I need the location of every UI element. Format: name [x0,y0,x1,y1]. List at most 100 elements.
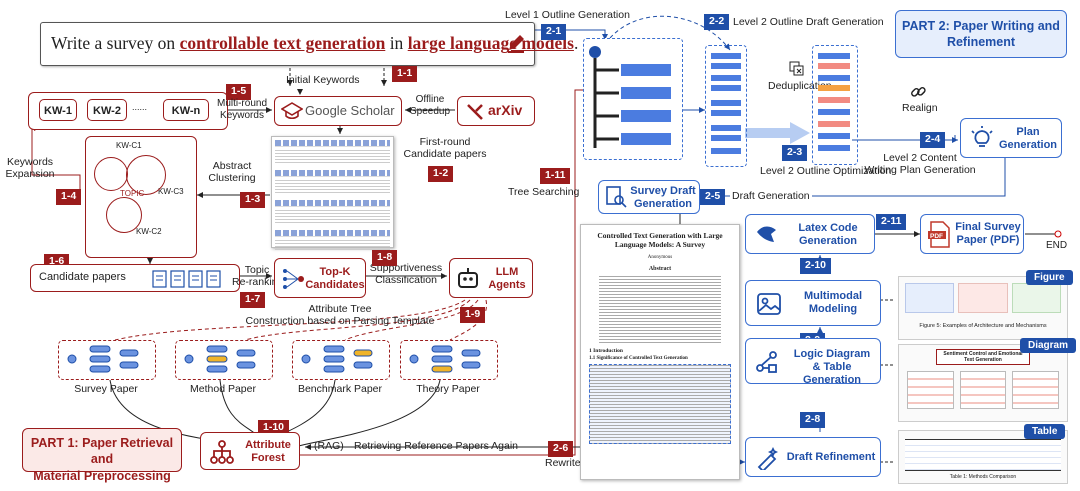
logic-diagram-label: Logic Diagram& Table Generation [793,348,871,387]
svg-text:PDF: PDF [930,233,943,240]
keywords-group: KW-1 KW-2 ...... KW-n [28,92,228,130]
prompt-prefix: Write a survey on [51,33,180,53]
step-1-2: 1-2 [428,166,454,182]
table-caption: Table 1: Methods Comparison [949,474,1017,480]
level2-opt-label: Level 2 Outline Optimization [760,165,892,177]
step-1-10: 1-10 [258,420,290,436]
survey-paper-preview: Controlled Text Generation with Large La… [580,224,740,480]
cluster-box: KW-C1 KW-C3 KW-C2 TOPIC [85,136,197,258]
latex-bird-icon [757,226,776,242]
graduation-cap-icon [281,102,303,120]
deduplication-label: Deduplication [768,80,832,92]
prompt-text: Write a survey on controllable text gene… [51,33,578,54]
candidate-papers-label: Candidate papers [39,271,126,283]
paper-subsection: 1.1 Significance of Controlled Text Gene… [589,356,688,361]
survey-paper-label: Survey Paper [74,383,138,395]
diagram-root: Sentiment Control and Emotional Text Gen… [936,349,1030,365]
flowchart-icon [756,351,777,373]
result-lines [275,140,390,252]
figure-tab: Figure [1026,270,1073,285]
outline-tree [589,46,671,148]
prompt-box[interactable]: Write a survey on controllable text gene… [40,22,578,66]
paper-abstract-heading: Abstract [648,266,672,272]
diagram-panel: Sentiment Control and Emotional Text Gen… [898,344,1068,422]
realign-label: Realign [902,102,938,114]
magic-pen-icon [757,446,779,470]
search-results-document [271,136,394,252]
keyword-ellipsis: ...... [132,102,148,112]
benchmark-paper-label: Benchmark Paper [297,383,383,395]
step-1-1: 1-1 [392,66,418,82]
cluster-kw-c2: KW-C2 [136,227,162,236]
tree-glyphs [67,345,481,373]
step-2-4: 2-4 [920,132,946,148]
paper-abstract-text [599,276,721,344]
theory-paper-label: Theory Paper [416,383,480,395]
cluster-bubble-2 [126,155,166,195]
keyword-kw-2: KW-2 [87,99,127,121]
optimized-outline-bars [818,53,850,151]
pen-icon [508,35,524,53]
arxiv-icon [467,104,483,120]
paper-body-text [589,364,731,444]
link-icon [911,87,926,97]
figure-panel: Figure 5: Examples of Architecture and M… [898,276,1068,340]
robot-icon [458,268,478,288]
cluster-topic: TOPIC [120,189,145,198]
figure-caption: Figure 5: Examples of Architecture and M… [919,323,1047,329]
tree-searching-label: Tree Searching [508,186,580,198]
diagram-nodes [899,365,1067,409]
documents-icon [152,270,221,288]
level2-draft-label: Level 2 Outline Draft Generation [733,16,884,28]
keyword-kw-n: KW-n [163,99,209,121]
candidate-papers-box: Candidate papers [30,264,240,292]
step-1-11: 1-11 [540,168,571,184]
cluster-kw-c1: KW-C1 [116,141,142,150]
figure-thumbnails [899,277,1067,313]
level1-label: Level 1 Outline Generation [505,9,630,21]
logic-diagram-box[interactable]: Logic Diagram& Table Generation [745,338,881,386]
cluster-bubble-1 [94,157,128,191]
search-document-icon [606,186,627,208]
paper-title: Controlled Text Generation with Large La… [597,231,723,249]
draft-refinement-label: Draft Refinement [786,451,876,463]
step-1-9: 1-9 [460,307,486,323]
table-rows [905,439,1061,471]
diagram-tab: Diagram [1020,338,1077,353]
table-panel: Table 1: Methods Comparison [898,430,1068,484]
step-2-8: 2-8 [800,412,826,428]
prompt-topic-2: large language models [407,33,574,53]
prompt-mid: in [385,33,408,53]
draft-refinement-box[interactable]: Draft Refinement [745,437,881,477]
arxiv-box[interactable]: arXiv [457,96,535,126]
step-2-1: 2-1 [541,24,567,40]
step-2-3: 2-3 [782,145,808,161]
google-scholar-box[interactable]: Google Scholar [274,96,402,126]
level2-draft-bars [711,53,741,154]
step-1-4: 1-4 [56,189,82,205]
end-label: END [1046,240,1068,251]
step-2-2: 2-2 [704,14,730,30]
image-icon [757,293,781,315]
retrieving-label: Retrieving Reference Papers Again [354,440,519,452]
step-1-7: 1-7 [240,292,266,308]
